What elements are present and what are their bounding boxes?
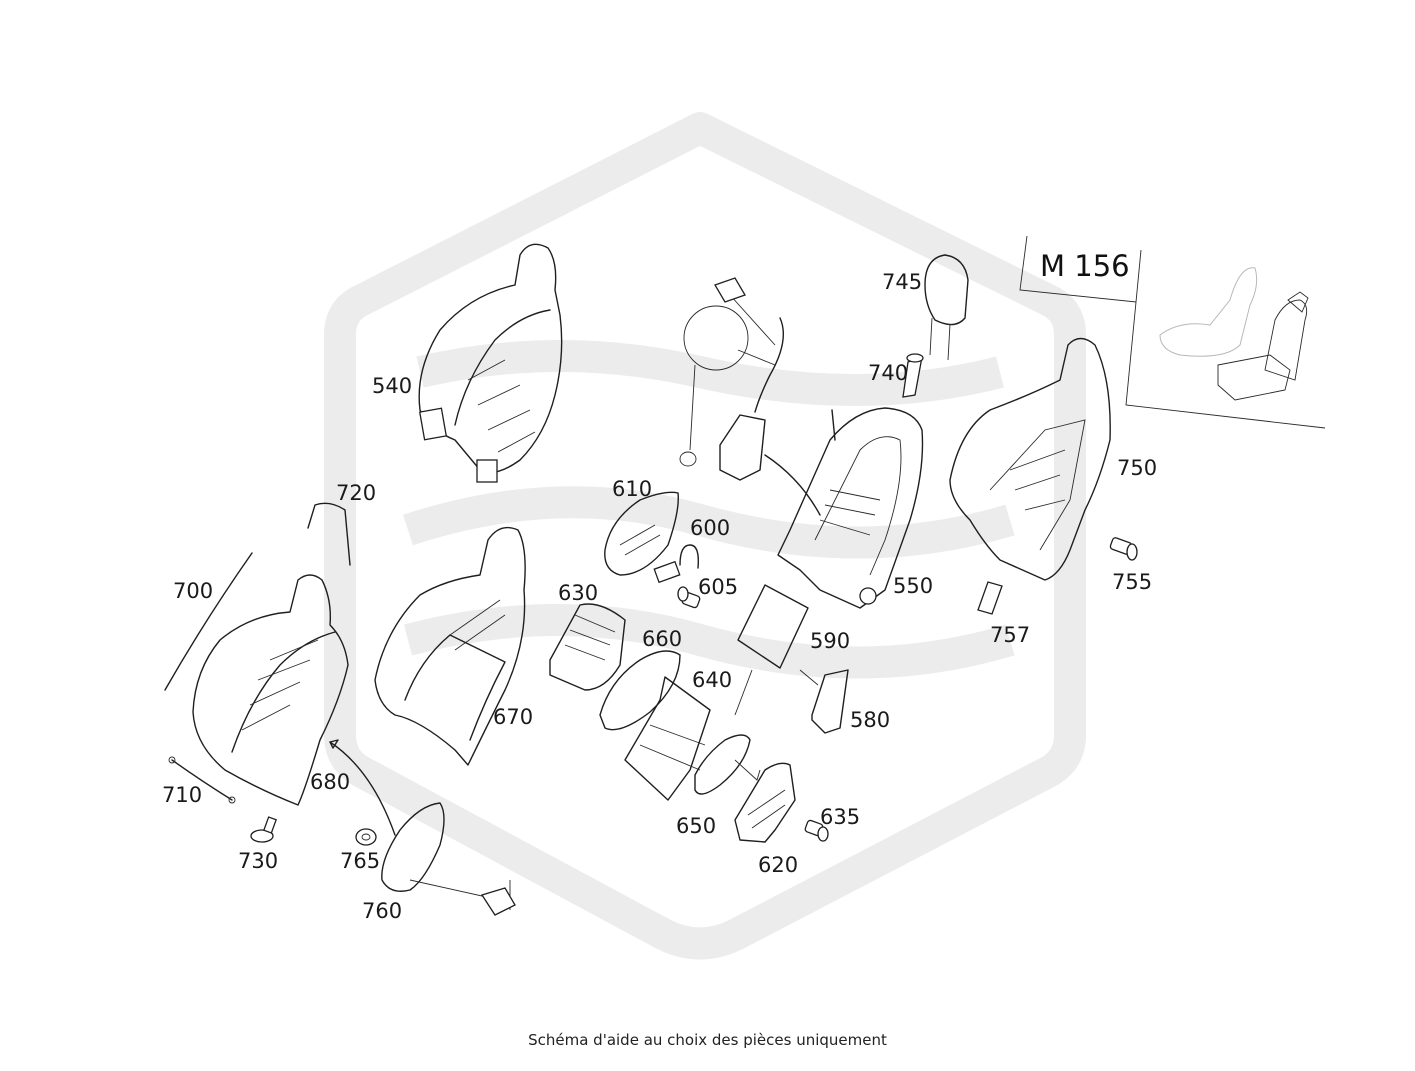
part-670-backrest-shell[interactable]: [374, 526, 526, 766]
part-640-backrest-panel[interactable]: [624, 676, 711, 801]
callout-757: 757: [990, 623, 1030, 647]
part-630-massage-unit[interactable]: [549, 603, 626, 691]
part-700-trim-rod[interactable]: [164, 552, 253, 691]
part-710-cable[interactable]: [168, 756, 236, 804]
callout-750: 750: [1117, 456, 1157, 480]
model-badge-text: M 156: [1040, 249, 1130, 283]
part-590-control-module[interactable]: [734, 584, 809, 716]
callout-730: 730: [238, 849, 278, 873]
callout-640: 640: [692, 668, 732, 692]
callout-720: 720: [336, 481, 376, 505]
part-745-headrest[interactable]: [924, 254, 969, 361]
callout-540: 540: [372, 374, 412, 398]
callout-630: 630: [558, 581, 598, 605]
callout-605: 605: [698, 575, 738, 599]
part-580-cover-plate[interactable]: [799, 669, 849, 734]
callout-760: 760: [362, 899, 402, 923]
part-730-clip[interactable]: [250, 816, 277, 843]
seat-thumbnail: [1125, 267, 1326, 429]
part-620-motor-housing[interactable]: [734, 762, 796, 843]
callout-600: 600: [690, 516, 730, 540]
callout-650: 650: [676, 814, 716, 838]
footer-caption: Schéma d'aide au choix des pièces unique…: [528, 1031, 887, 1049]
callout-620: 620: [758, 853, 798, 877]
callout-740: 740: [868, 361, 908, 385]
part-605-screw[interactable]: [677, 586, 701, 609]
part-660-cushion-pad[interactable]: [599, 650, 681, 731]
callout-765: 765: [340, 849, 380, 873]
part-680-trim-strip[interactable]: [329, 739, 396, 836]
part-550-seat-frame[interactable]: [777, 407, 924, 609]
part-600-switch[interactable]: [653, 544, 700, 584]
callout-670: 670: [493, 705, 533, 729]
part-610-control-panel[interactable]: [604, 491, 679, 576]
callout-610: 610: [612, 477, 652, 501]
callout-710: 710: [162, 783, 202, 807]
part-motor-assembly[interactable]: [679, 277, 821, 516]
callout-580: 580: [850, 708, 890, 732]
callout-755: 755: [1112, 570, 1152, 594]
part-760-side-airbag[interactable]: [381, 802, 516, 916]
callout-590: 590: [810, 629, 850, 653]
callout-680: 680: [310, 770, 350, 794]
part-755-screw[interactable]: [1109, 537, 1138, 561]
part-757-plate[interactable]: [977, 581, 1003, 615]
part-740-headrest-guide[interactable]: [902, 353, 924, 398]
callout-700: 700: [173, 579, 213, 603]
part-backrest-cover-left[interactable]: [192, 574, 349, 806]
callout-745: 745: [882, 270, 922, 294]
part-720-trim-strip[interactable]: [307, 502, 351, 566]
part-635-screw[interactable]: [804, 819, 829, 842]
callout-660: 660: [642, 627, 682, 651]
part-750-backrest-shell-rear[interactable]: [949, 337, 1111, 581]
part-540-backrest-cover[interactable]: [418, 243, 563, 483]
callout-550: 550: [893, 574, 933, 598]
model-badge: M 156: [1019, 235, 1142, 303]
callout-635: 635: [820, 805, 860, 829]
part-765-grommet[interactable]: [355, 828, 377, 846]
part-650-lumbar-bracket[interactable]: [694, 734, 761, 795]
